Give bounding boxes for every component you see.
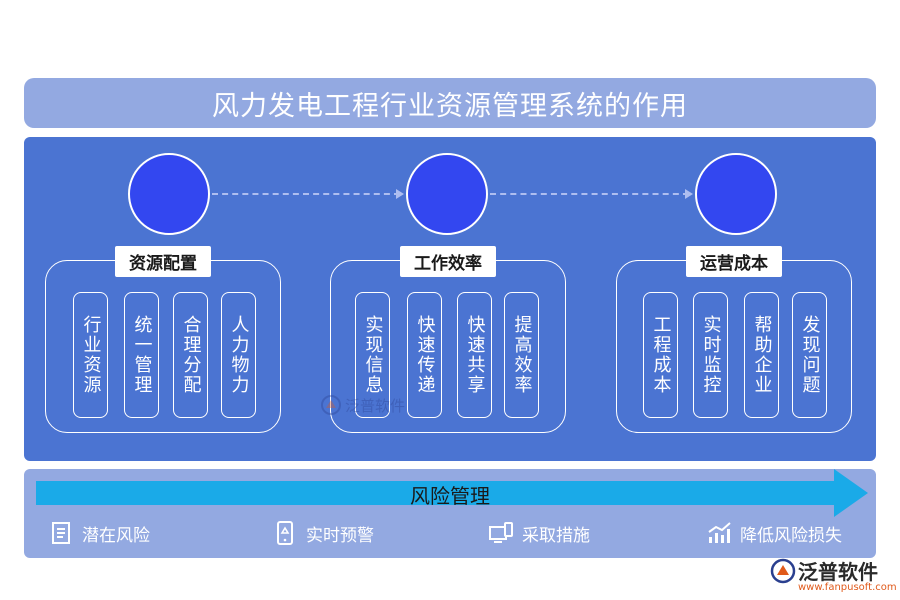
- fanpu-logo-icon: [321, 395, 341, 415]
- risk-arrow-head: [834, 469, 868, 517]
- title-bar: 风力发电工程行业资源管理系统的作用: [24, 78, 876, 128]
- watermark-text: 泛普软件: [345, 396, 406, 415]
- risk-item-label: 实时预警: [306, 525, 374, 546]
- risk-item-label: 潜在风险: [82, 525, 150, 546]
- risk-item-label: 采取措施: [522, 525, 590, 546]
- circle-node-1: [128, 153, 210, 235]
- group-item: 快速共享: [457, 292, 492, 418]
- circle-node-3: [695, 153, 777, 235]
- brand-logo: 泛普软件 www.fanpusoft.com: [770, 556, 897, 598]
- connector-arrow-2: [490, 189, 693, 199]
- page-title: 风力发电工程行业资源管理系统的作用: [212, 90, 688, 122]
- main-panel: 资源配置 行业资源 统一管理 合理分配 人力物力 工作效率 实现信息 快速传递 …: [24, 137, 876, 461]
- group-item: 发现问题: [792, 292, 827, 418]
- group-item: 工程成本: [643, 292, 678, 418]
- document-icon: [52, 522, 70, 544]
- group-work-efficiency: 工作效率 实现信息 快速传递 快速共享 提高效率: [330, 246, 566, 433]
- risk-arrow-shaft: [36, 481, 834, 505]
- chart-trend-icon: [708, 522, 731, 543]
- logo-url: www.fanpusoft.com: [798, 582, 897, 593]
- group-resource-allocation: 资源配置 行业资源 统一管理 合理分配 人力物力: [45, 246, 281, 433]
- phone-alert-icon: [277, 521, 293, 545]
- risk-item-label: 降低风险损失: [740, 525, 842, 546]
- group-item: 提高效率: [504, 292, 539, 418]
- group-item: 帮助企业: [744, 292, 779, 418]
- group-item: 快速传递: [407, 292, 442, 418]
- group-item: 行业资源: [73, 292, 108, 418]
- group-label: 工作效率: [400, 246, 496, 277]
- devices-icon: [489, 522, 513, 543]
- circle-node-2: [406, 153, 488, 235]
- fanpu-logo-icon: [770, 558, 796, 584]
- risk-panel: 风险管理 潜在风险 实时预警 采取措施: [24, 469, 876, 558]
- risk-item-reduce: 降低风险损失: [706, 519, 842, 547]
- risk-arrow-label: 风险管理: [410, 484, 490, 508]
- group-item: 实时监控: [693, 292, 728, 418]
- risk-item-potential: 潜在风险: [48, 519, 150, 547]
- watermark: 泛普软件: [320, 394, 405, 416]
- logo-text: 泛普软件: [798, 560, 878, 584]
- group-label: 运营成本: [686, 246, 782, 277]
- connector-arrow-1: [212, 189, 404, 199]
- group-item: 统一管理: [124, 292, 159, 418]
- risk-item-alert: 实时预警: [272, 519, 374, 547]
- group-item: 人力物力: [221, 292, 256, 418]
- group-item: 实现信息: [355, 292, 390, 418]
- risk-item-measures: 采取措施: [488, 519, 590, 547]
- group-label: 资源配置: [115, 246, 211, 277]
- group-item: 合理分配: [173, 292, 208, 418]
- group-operating-cost: 运营成本 工程成本 实时监控 帮助企业 发现问题: [616, 246, 852, 433]
